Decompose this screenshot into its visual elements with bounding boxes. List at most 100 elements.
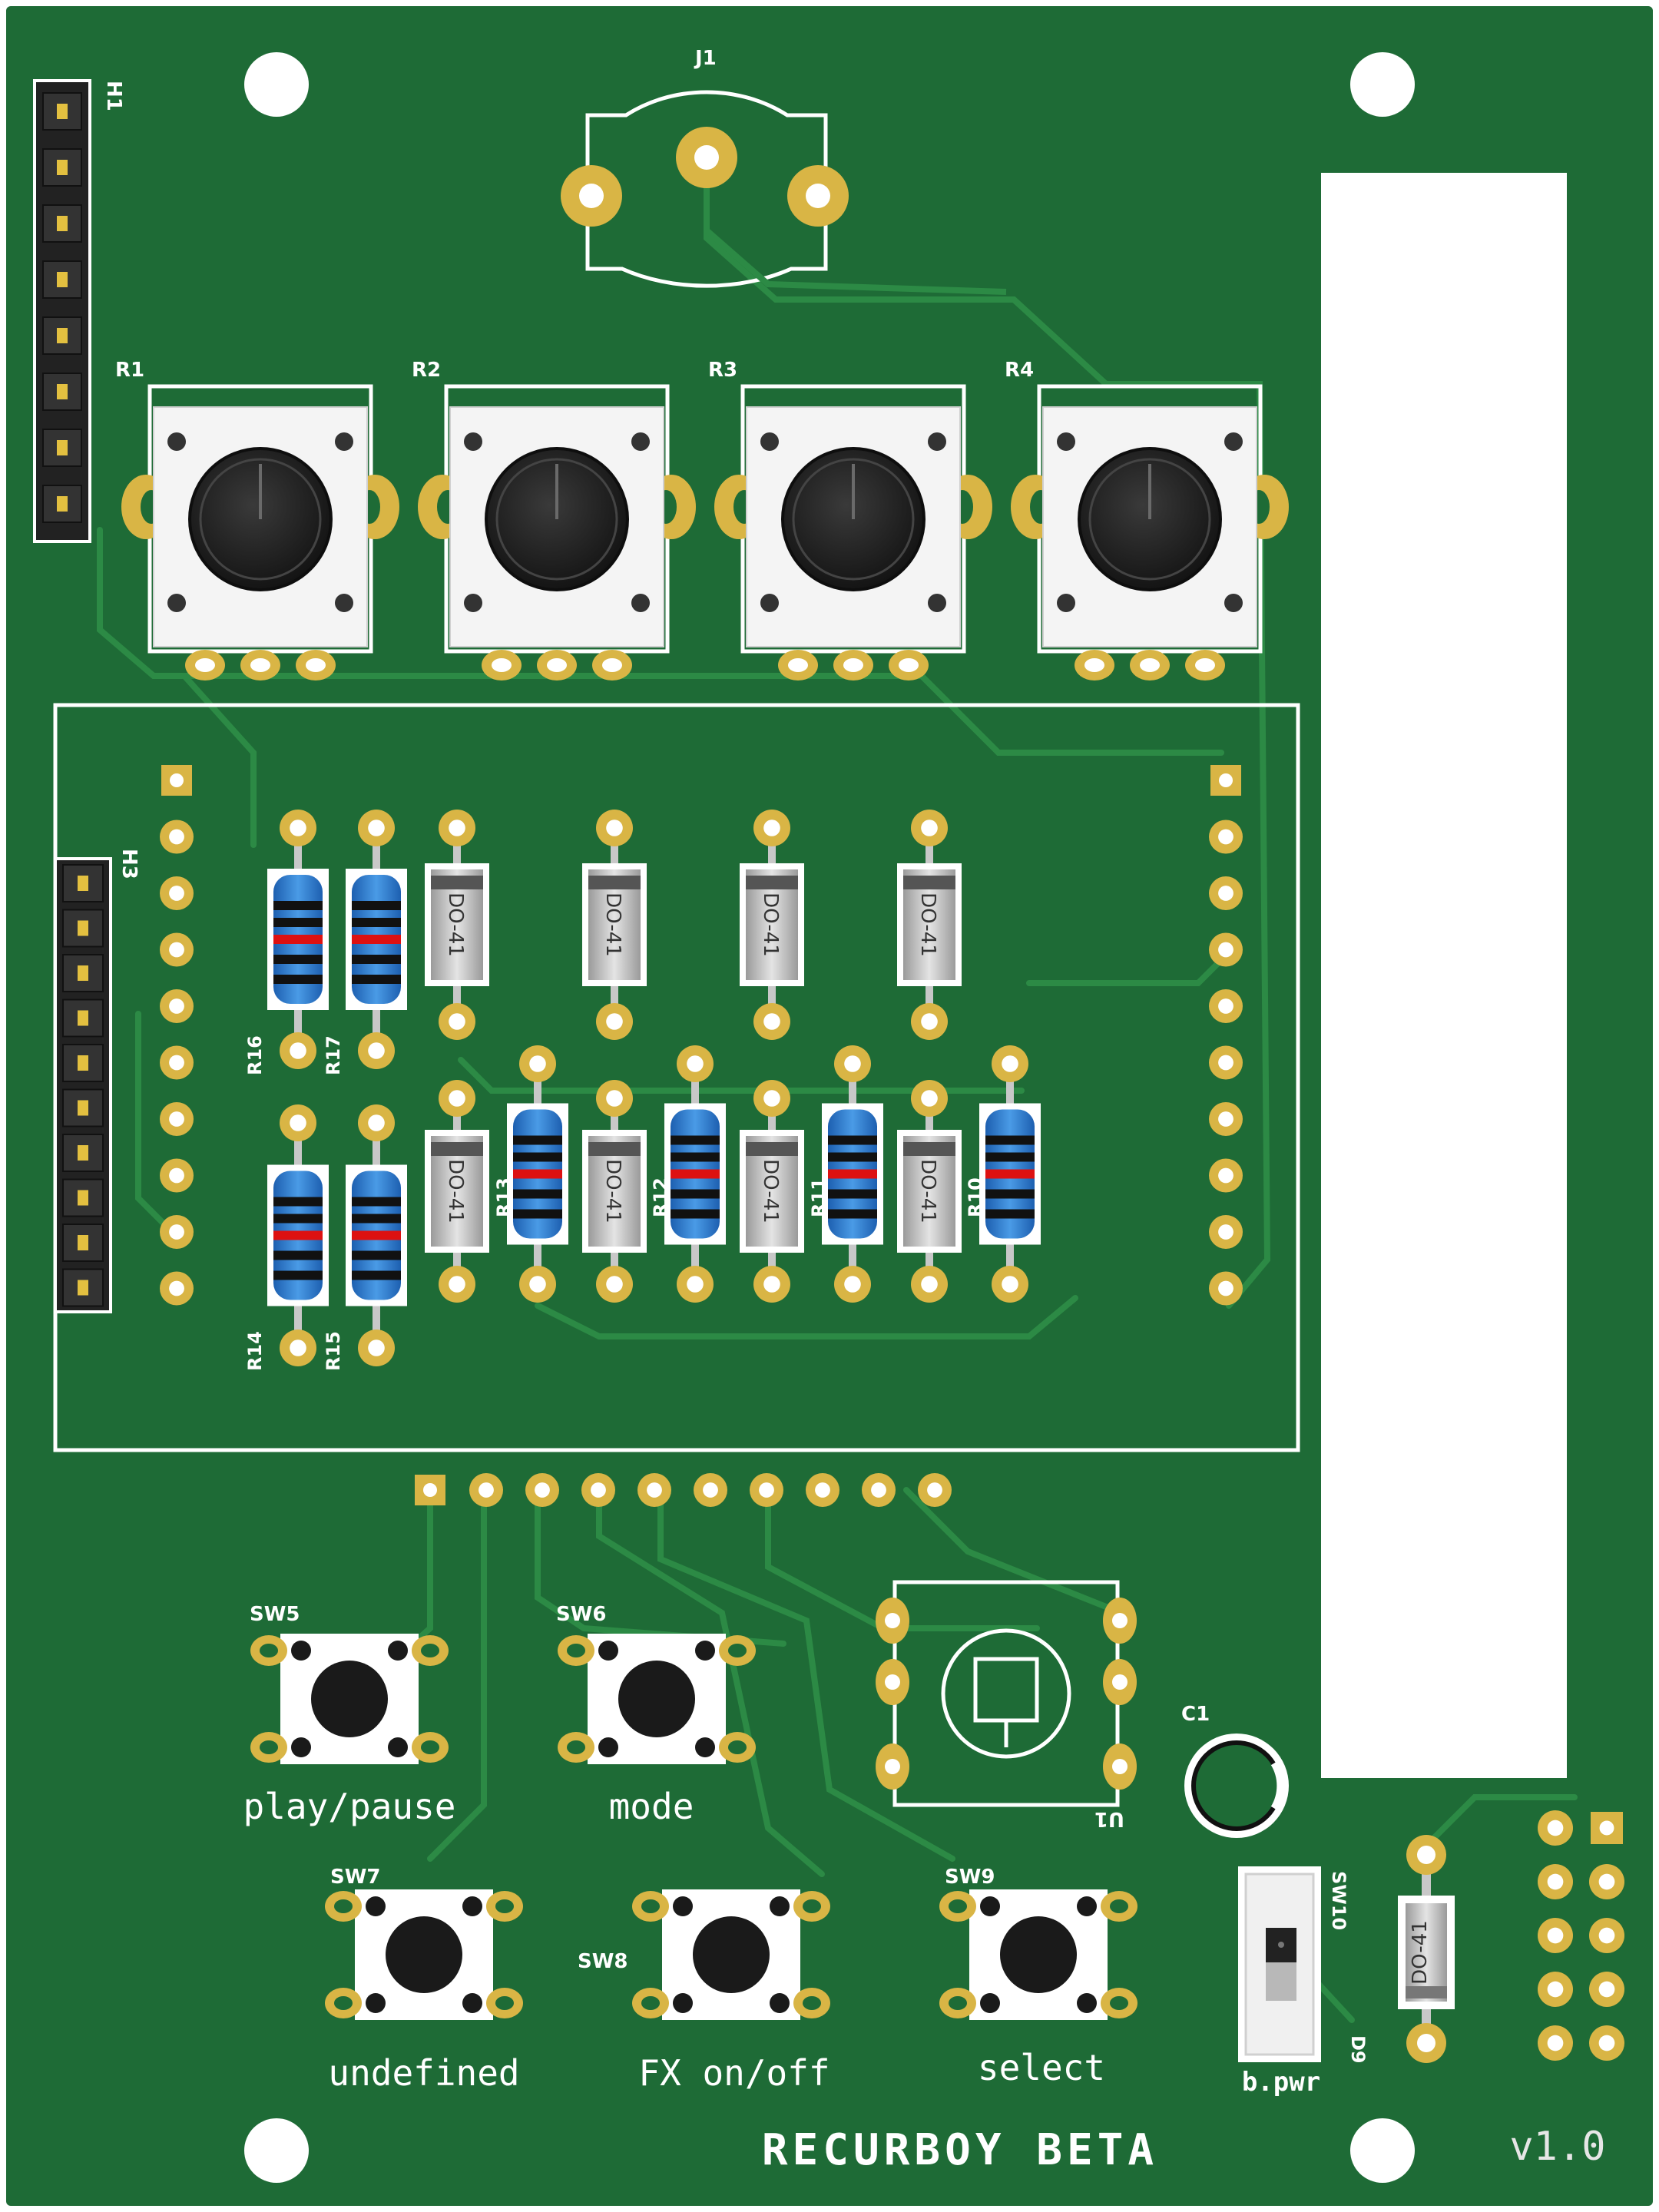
header-pin — [78, 1055, 88, 1071]
diode-bottom-4[interactable]: DO-41 — [897, 1080, 962, 1303]
tactile-switch-sw8[interactable] — [632, 1889, 830, 2020]
mounting-hole — [1350, 52, 1415, 117]
j1-jack[interactable] — [561, 90, 1007, 295]
pad-hole — [290, 1042, 306, 1059]
switch-corner-dot — [980, 1896, 1000, 1916]
resistor-r13[interactable] — [507, 1045, 568, 1303]
sw10-slide-switch[interactable] — [1238, 1866, 1321, 2062]
diode-package-label: DO-41 — [601, 1159, 624, 1224]
potentiometer-r1[interactable] — [121, 384, 399, 680]
pot-screw — [464, 432, 482, 451]
u1-component[interactable] — [876, 1580, 1137, 1807]
resistor-band — [985, 1209, 1035, 1219]
h1-header[interactable] — [33, 79, 91, 543]
resistor-band — [671, 1169, 720, 1179]
tactile-switch-sw7[interactable] — [325, 1889, 523, 2020]
sw9-ref: SW9 — [945, 1866, 995, 1889]
switch-pad-hole — [260, 1644, 278, 1657]
pad-hole — [170, 773, 184, 787]
resistor-band — [273, 901, 323, 910]
resistor-band — [828, 1135, 877, 1145]
potentiometer-r3[interactable] — [714, 384, 992, 680]
pad-hole — [1219, 773, 1233, 787]
switch-corner-dot — [673, 1993, 693, 2013]
pad-hole — [169, 998, 184, 1014]
diode-cathode-band — [903, 876, 955, 889]
header-pin — [78, 920, 88, 936]
pad-hole — [169, 1055, 184, 1071]
tactile-switch-sw5[interactable] — [250, 1634, 449, 1764]
pot-pin-hole — [250, 658, 270, 672]
pot-pin-hole — [306, 658, 326, 672]
tactile-switch-sw6[interactable] — [558, 1634, 756, 1764]
diode-bottom-2[interactable]: DO-41 — [582, 1080, 647, 1303]
resistor-band — [513, 1169, 562, 1179]
switch-pad-hole — [260, 1740, 278, 1754]
switch-corner-dot — [291, 1641, 311, 1661]
resistor-band — [828, 1169, 877, 1179]
resistor-band — [513, 1135, 562, 1145]
c1-capacitor[interactable] — [1184, 1734, 1289, 1838]
r2-ref: R2 — [412, 359, 441, 382]
pot-screw — [335, 432, 353, 451]
diode-package-label: DO-41 — [916, 1159, 939, 1224]
resistor-band — [352, 901, 401, 910]
diode-top-4[interactable]: DO-41 — [897, 810, 962, 1040]
pad-hole — [1218, 1224, 1233, 1240]
resistor-band — [513, 1209, 562, 1219]
pad-hole — [169, 942, 184, 958]
switch-corner-dot — [673, 1896, 693, 1916]
pot-pin-hole — [788, 658, 808, 672]
pot-pin-hole — [1084, 658, 1104, 672]
resistor-band — [273, 955, 323, 964]
d9-diode[interactable] — [1398, 1835, 1455, 2063]
diode-top-1[interactable]: DO-41 — [425, 810, 489, 1040]
pad-hole — [759, 1482, 774, 1498]
diode-top-2[interactable]: DO-41 — [582, 810, 647, 1040]
potentiometer-r2[interactable] — [418, 384, 696, 680]
resistor-r17[interactable] — [346, 810, 407, 1069]
resistor-band — [273, 975, 323, 984]
pad-hole — [169, 829, 184, 845]
resistor-r14[interactable] — [267, 1104, 329, 1366]
c1-ref: C1 — [1181, 1703, 1210, 1726]
mounting-hole — [1350, 2118, 1415, 2183]
resistor-r11[interactable] — [822, 1045, 883, 1303]
pad-hole — [1002, 1276, 1018, 1293]
pad-hole — [368, 1339, 385, 1356]
h3-header[interactable] — [54, 857, 112, 1313]
pad-hole — [1218, 998, 1233, 1014]
potentiometer-r4[interactable] — [1011, 384, 1289, 680]
resistor-r10[interactable] — [979, 1045, 1041, 1303]
pad-hole — [529, 1055, 546, 1072]
d9-ref: D9 — [1347, 2035, 1369, 2064]
switch-pad-hole — [495, 1996, 514, 2010]
pot-pin-hole — [899, 658, 919, 672]
header-pin — [78, 1280, 88, 1296]
switch-corner-dot — [1077, 1993, 1097, 2013]
switch-corner-dot — [462, 1896, 482, 1916]
pot-pin-hole — [195, 658, 215, 672]
label-play-pause: play/pause — [243, 1786, 456, 1827]
pot-screw — [631, 594, 650, 612]
resistor-band — [985, 1189, 1035, 1199]
resistor-r12[interactable] — [664, 1045, 726, 1303]
switch-corner-dot — [366, 1896, 386, 1916]
pad-hole — [1547, 2035, 1564, 2051]
r3-ref: R3 — [708, 359, 737, 382]
sw5-ref: SW5 — [250, 1603, 300, 1626]
sw6-ref: SW6 — [556, 1603, 607, 1626]
header-pin — [78, 1235, 88, 1250]
diode-top-3[interactable]: DO-41 — [740, 810, 804, 1040]
resistor-r16[interactable] — [267, 810, 329, 1069]
power-connector-pads[interactable] — [1538, 1810, 1624, 2061]
diode-bottom-3[interactable]: DO-41 — [740, 1080, 804, 1303]
diode-bottom-1[interactable]: DO-41 — [425, 1080, 489, 1303]
resistor-band — [671, 1189, 720, 1199]
r13-ref: R13 — [493, 1177, 515, 1217]
tactile-switch-sw9[interactable] — [939, 1889, 1137, 2020]
resistor-band — [985, 1152, 1035, 1162]
resistor-band — [273, 1250, 323, 1260]
pad-hole — [606, 820, 623, 836]
resistor-r15[interactable] — [346, 1104, 407, 1366]
